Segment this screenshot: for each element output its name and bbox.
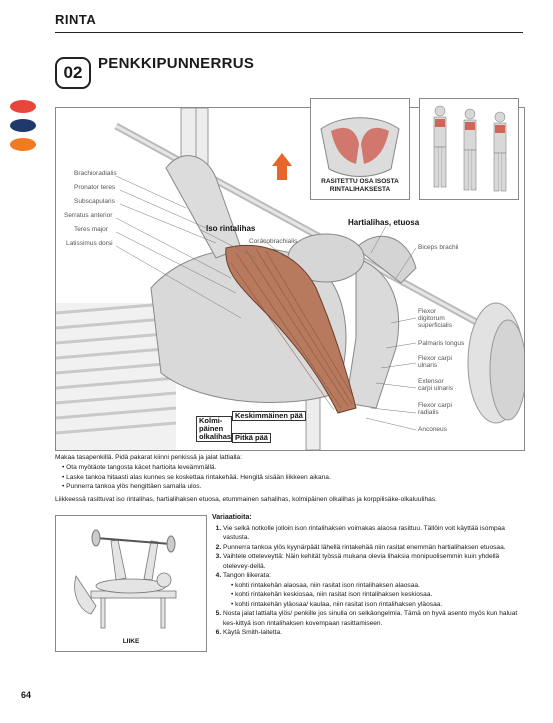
inset-chest-detail xyxy=(310,98,410,200)
inset-caption: RASITETTU OSA ISOSTA RINTALIHAKSESTA xyxy=(321,178,399,193)
bar-path-list: kohti rintakehän alaosaa, niin rasitat i… xyxy=(223,581,524,610)
label-coracobrachialis: Coracobrachialis xyxy=(249,238,298,245)
movement-caption: LIIKE xyxy=(122,638,140,645)
description-intro: Makaa tasapenkillä. Pidä pakarat kiinni … xyxy=(55,454,242,461)
bar-path-item: kohti rintakehän keskiosaa, niin rasitat… xyxy=(231,590,524,600)
bar-path-item: kohti rintakehän alaosaa, niin rasitat i… xyxy=(231,581,524,591)
bar-path-item: kohti rintakehän yläosaa/ kaulaa, niin r… xyxy=(231,600,524,610)
variation-item: Punnerra tankoa ylös kyynärpäät lähellä … xyxy=(223,543,524,553)
label-flexor-digitorum: Flexor digitorum superficialis xyxy=(418,308,452,329)
label-flexor-carpi-ulnaris: Flexor carpi ulnaris xyxy=(418,355,452,369)
variation-item: Vaihtele otteleveyttä: Näin kehität työs… xyxy=(223,552,524,571)
movement-drawing xyxy=(74,529,177,629)
chapter-divider xyxy=(55,32,523,33)
description-steps: Ota myötäote tangosta käcet hartioita le… xyxy=(55,463,525,492)
bench-press-illustration: RASITETTU OSA ISOSTA RINTALIHAKSESTA xyxy=(55,98,525,451)
exercise-title: PENKKIPUNNERRUS xyxy=(98,55,255,72)
label-subscapularis: Subscapularis xyxy=(74,198,115,205)
difficulty-dot-blue xyxy=(10,119,36,132)
label-deltoid-front: Hartialihas, etuosa xyxy=(348,218,420,227)
label-brachioradialis: Brachioradialis xyxy=(74,170,117,177)
difficulty-dot-red xyxy=(10,100,36,113)
exercise-number: 02 xyxy=(55,57,91,89)
inset-full-body xyxy=(419,98,519,200)
label-teres-major: Teres major xyxy=(74,226,108,233)
label-anconeus: Anconeus xyxy=(418,426,447,433)
difficulty-dot-orange xyxy=(10,138,36,151)
exercise-description: Makaa tasapenkillä. Pidä pakarat kiinni … xyxy=(55,453,525,505)
movement-illustration: LIIKE xyxy=(55,515,207,652)
variations-title: Variaatioita: xyxy=(212,514,252,521)
variation-item: Vie selkä notkolle jolloin ison rintalih… xyxy=(223,524,524,543)
chapter-title: RINTA xyxy=(55,12,97,27)
bar-path-heading: Tangon liikerata: xyxy=(223,572,272,579)
label-pectoralis-major: Iso rintalihas xyxy=(206,224,256,233)
variations-list: Vie selkä notkolle jolloin ison rintalih… xyxy=(212,524,524,638)
label-latissimus-dorsi: Latissimus dorsi xyxy=(66,240,113,247)
label-pronator-teres: Pronator teres xyxy=(74,184,116,191)
label-biceps-brachii: Biceps brachii xyxy=(418,244,459,251)
description-step: Laske tankoa hitaasti alas kunnes se kos… xyxy=(62,473,525,483)
label-triceps-long-head: Pitkä pää xyxy=(232,433,271,443)
label-triceps-lateral-head: Keskimmäinen pää xyxy=(232,411,306,421)
label-flexor-carpi-radialis: Flexor carpi radialis xyxy=(418,402,452,416)
variation-item-bar-path: Tangon liikerata: kohti rintakehän alaos… xyxy=(223,571,524,609)
variation-item: Käytä Smith-laitetta. xyxy=(223,628,524,638)
label-extensor-carpi-ulnaris: Extensor carpi ulnaris xyxy=(418,378,454,392)
description-muscles: Liikkeessä rasittuvat iso rintalihas, ha… xyxy=(55,496,437,504)
variation-item: Nosta jalat lattialta ylös/ penkille jos… xyxy=(223,609,524,628)
label-triceps: Kolmi-päinen olkalihas xyxy=(196,416,232,442)
page-number: 64 xyxy=(21,690,32,700)
label-palmaris-longus: Palmaris longus xyxy=(418,340,465,347)
description-step: Punnerra tankoa ylös hengittäen samalla … xyxy=(62,482,525,492)
label-serratus-anterior: Serratus anterior xyxy=(64,212,113,219)
variations-section: Variaatioita: Vie selkä notkolle jolloin… xyxy=(212,513,524,638)
description-step: Ota myötäote tangosta käcet hartioita le… xyxy=(62,463,525,473)
anatomy-drawing xyxy=(56,108,524,450)
